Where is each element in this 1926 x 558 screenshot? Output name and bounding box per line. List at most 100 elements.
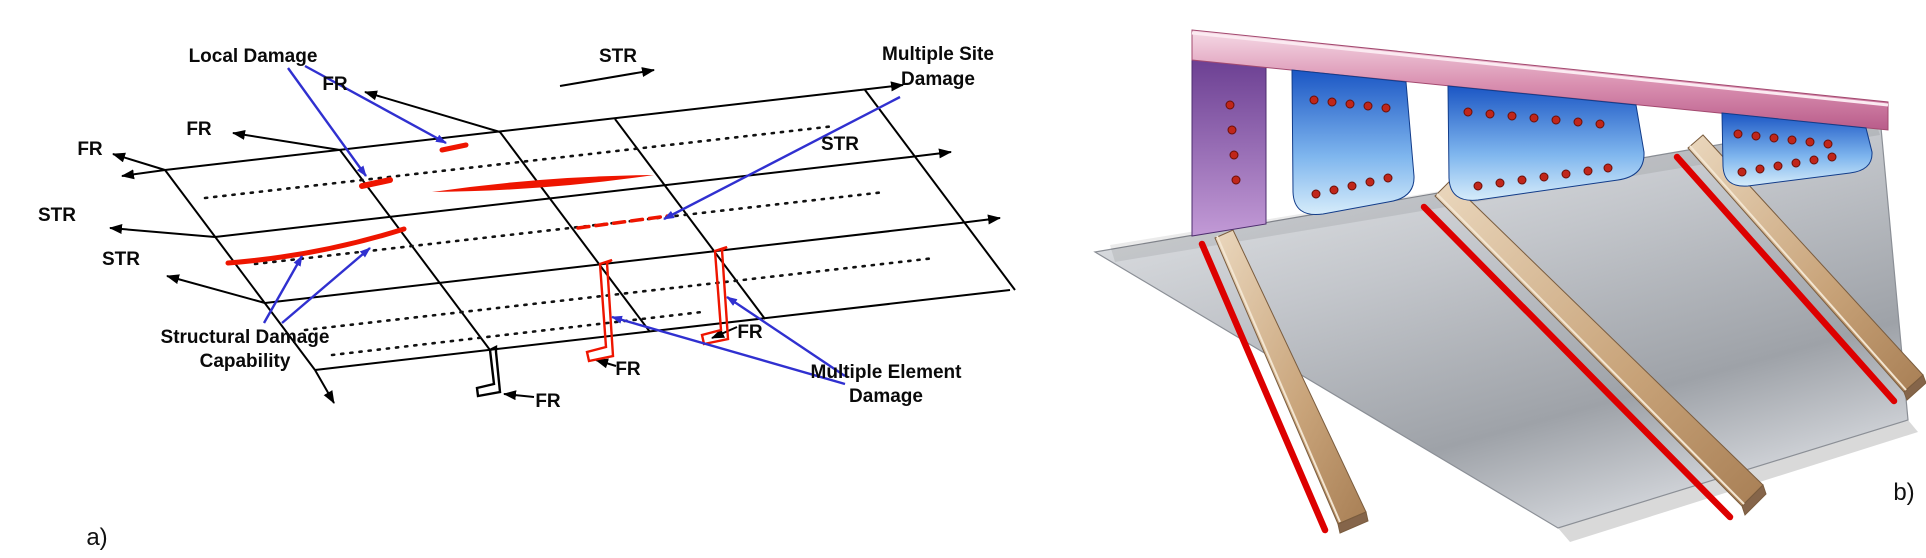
rivet	[1595, 119, 1605, 129]
stringer-line	[214, 156, 911, 238]
stringer-line	[264, 222, 961, 304]
rivet	[1805, 137, 1815, 147]
caption-b: b)	[1893, 479, 1914, 506]
rivet	[1495, 178, 1505, 188]
structural-damage-crack	[225, 226, 407, 266]
stringer-end-section	[1903, 374, 1926, 401]
frame-line	[614, 118, 766, 320]
rivet	[1539, 172, 1549, 182]
frame-section-intact	[475, 345, 502, 398]
panel-b-illustration: b)	[1093, 29, 1926, 542]
rivet	[1347, 181, 1357, 191]
frame-axis-arrow	[364, 90, 501, 133]
frame-cleat	[1447, 85, 1645, 201]
rivet	[1737, 167, 1747, 177]
label-multiple-site-line1: Multiple Site	[882, 44, 994, 65]
rivet	[1381, 103, 1391, 113]
label-str: STR	[599, 46, 637, 67]
stringer-highlight	[1216, 235, 1341, 523]
rivet	[1823, 139, 1833, 149]
frame-axis-arrow	[711, 326, 738, 339]
frame-line	[164, 169, 316, 371]
rivet-row	[253, 190, 887, 266]
rivet	[1517, 175, 1527, 185]
frame-axis-arrow	[595, 358, 617, 369]
frame-axis-arrow	[314, 369, 335, 404]
rivet	[1787, 135, 1797, 145]
frame-cap	[1191, 29, 1889, 131]
stringer-axis-arrow	[109, 224, 216, 238]
frame-section-damaged	[585, 258, 615, 363]
rivet	[1561, 169, 1571, 179]
label-fr: FR	[322, 74, 348, 95]
rivet	[1791, 158, 1801, 168]
rivet	[1365, 177, 1375, 187]
label-fr: FR	[77, 139, 103, 160]
label-structural-line1: Structural Damage	[161, 327, 330, 348]
rivet	[1345, 99, 1355, 109]
rivet	[1309, 95, 1319, 105]
frame-line	[499, 131, 651, 333]
stringer-highlight	[1689, 145, 1907, 391]
label-fr: FR	[535, 391, 561, 412]
label-fr: FR	[186, 119, 212, 140]
frame-cleat	[1291, 69, 1415, 216]
rivet-row	[330, 310, 704, 357]
stringers	[1214, 134, 1926, 534]
label-str: STR	[38, 205, 76, 226]
rivet	[1327, 97, 1337, 107]
rivet	[1529, 113, 1539, 123]
label-fr: FR	[615, 359, 641, 380]
leader-structural	[262, 255, 304, 324]
stringer-axis-arrow	[859, 81, 904, 92]
label-multiple-element-line2: Damage	[849, 386, 923, 407]
rivet	[1227, 125, 1237, 135]
annotation-lines	[262, 64, 901, 386]
stringer-axis-arrow	[559, 67, 655, 87]
rivet	[1773, 161, 1783, 171]
frame-axis-arrow	[112, 152, 166, 171]
rivet	[1363, 101, 1373, 111]
bond-line	[1198, 240, 1329, 534]
local-damage-mark	[439, 142, 469, 153]
stringer-axis-arrow	[909, 148, 952, 159]
panel-a-diagram: Local Damage Multiple Site Damage Struct…	[38, 44, 1016, 551]
leader-multiple-element	[726, 296, 846, 377]
multiple-site-damage-line	[576, 214, 670, 230]
frame-section-damaged	[700, 245, 730, 346]
label-str: STR	[821, 134, 859, 155]
rivet	[1751, 131, 1761, 141]
label-str: STR	[102, 249, 140, 270]
rivet	[1329, 185, 1339, 195]
stringer-axis-arrow	[166, 274, 266, 304]
stringer-line	[314, 289, 1011, 371]
label-fr: FR	[737, 322, 763, 343]
rivet	[1463, 107, 1473, 117]
label-structural-line2: Capability	[200, 351, 291, 372]
local-damage-mark	[359, 177, 393, 189]
rivet-dots	[1225, 95, 1837, 199]
rivet	[1311, 189, 1321, 199]
leader-multiple-element	[611, 315, 846, 386]
rivet	[1231, 175, 1241, 185]
two-bay-crack	[432, 175, 654, 192]
label-multiple-site-line2: Damage	[901, 69, 975, 90]
axis-arrows	[109, 67, 1001, 404]
stringer-line	[164, 89, 861, 171]
frame-axis-arrow	[232, 129, 341, 151]
rivet	[1603, 163, 1613, 173]
stringer-highlight	[1436, 193, 1745, 505]
rivet	[1573, 117, 1583, 127]
rivet	[1485, 109, 1495, 119]
rivet	[1583, 166, 1593, 176]
rivet	[1229, 150, 1239, 160]
rivet	[1755, 164, 1765, 174]
rivet	[1733, 129, 1743, 139]
label-multiple-element-line1: Multiple Element	[811, 362, 963, 383]
leader-local-damage	[287, 67, 367, 177]
leader-multiple-site	[663, 95, 901, 221]
rivet-rows	[203, 124, 937, 357]
rivet	[1551, 115, 1561, 125]
leader-local-damage	[304, 64, 447, 145]
